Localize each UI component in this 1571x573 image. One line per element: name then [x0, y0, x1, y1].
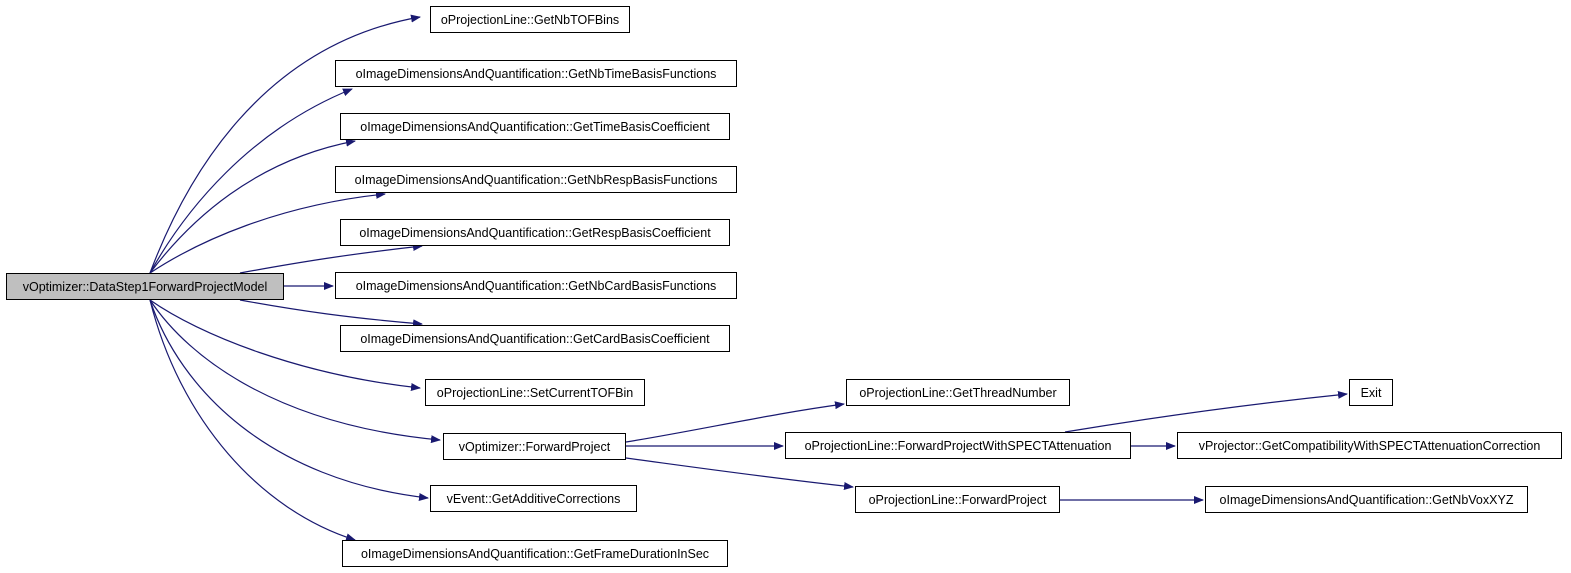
edge-root-n5 — [239, 243, 423, 274]
node-get-compatibility-with-spect-attenuation-correction[interactable]: vProjector::GetCompatibilityWithSPECTAtt… — [1177, 432, 1562, 459]
node-get-thread-number[interactable]: oProjectionLine::GetThreadNumber — [846, 379, 1070, 406]
node-get-additive-corrections[interactable]: vEvent::GetAdditiveCorrections — [430, 485, 637, 512]
node-set-current-tof-bin[interactable]: oProjectionLine::SetCurrentTOFBin — [425, 379, 645, 406]
node-get-nb-tof-bins[interactable]: oProjectionLine::GetNbTOFBins — [430, 6, 630, 33]
node-get-nb-resp-basis-functions[interactable]: oImageDimensionsAndQuantification::GetNb… — [335, 166, 737, 193]
node-get-card-basis-coefficient[interactable]: oImageDimensionsAndQuantification::GetCa… — [340, 325, 730, 352]
edge-root-n9 — [149, 299, 441, 444]
node-get-time-basis-coefficient[interactable]: oImageDimensionsAndQuantification::GetTi… — [340, 113, 730, 140]
edge-root-n11 — [149, 299, 356, 542]
node-get-nb-card-basis-functions[interactable]: oImageDimensionsAndQuantification::GetNb… — [335, 272, 737, 299]
node-get-frame-duration-in-sec[interactable]: oImageDimensionsAndQuantification::GetFr… — [342, 540, 728, 567]
node-get-resp-basis-coefficient[interactable]: oImageDimensionsAndQuantification::GetRe… — [340, 219, 730, 246]
edge-n9-n12 — [625, 401, 845, 443]
edge-root-n8 — [149, 299, 421, 392]
node-get-nb-vox-xyz[interactable]: oImageDimensionsAndQuantification::GetNb… — [1205, 486, 1528, 513]
node-root-data-step1-forward-project-model[interactable]: vOptimizer::DataStep1ForwardProjectModel — [6, 273, 284, 300]
edge-root-n1 — [149, 14, 421, 274]
node-forward-project-with-spect-attenuation[interactable]: oProjectionLine::ForwardProjectWithSPECT… — [785, 432, 1131, 459]
node-exit[interactable]: Exit — [1349, 379, 1393, 406]
edge-root-n7 — [239, 299, 423, 328]
edge-root-n10 — [149, 299, 429, 501]
edge-n9-n14 — [625, 457, 854, 491]
node-get-nb-time-basis-functions[interactable]: oImageDimensionsAndQuantification::GetNb… — [335, 60, 737, 87]
edge-root-n2 — [149, 88, 353, 274]
edge-n13-n15 — [1064, 390, 1348, 433]
edge-root-n3 — [149, 138, 356, 274]
edge-root-n4 — [149, 190, 386, 274]
node-optimizer-forward-project[interactable]: vOptimizer::ForwardProject — [443, 433, 626, 460]
node-projection-line-forward-project[interactable]: oProjectionLine::ForwardProject — [855, 486, 1060, 513]
